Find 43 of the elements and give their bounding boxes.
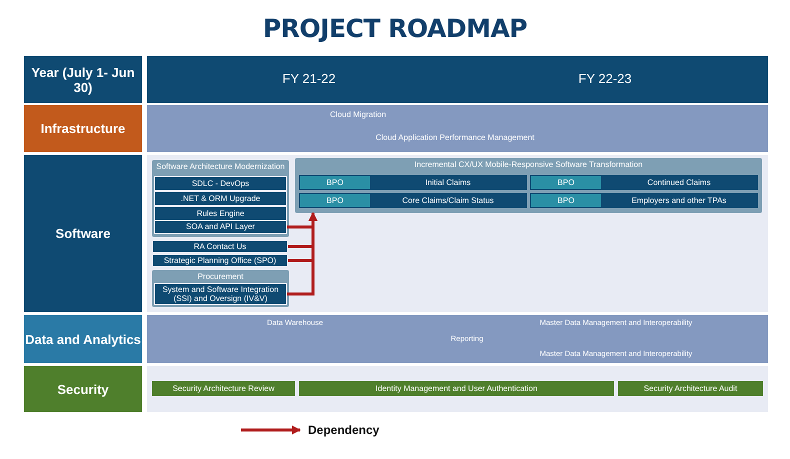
task-label: Continued Claims bbox=[647, 178, 711, 187]
task-bar: Strategic Planning Office (SPO) bbox=[152, 254, 288, 267]
task-bar: Security Architecture Audit bbox=[618, 381, 763, 396]
initiative-label: FY 22-23 bbox=[578, 71, 632, 86]
group-panel bbox=[295, 158, 762, 213]
row-header: Software bbox=[24, 155, 142, 312]
group-heading: Incremental CX/UX Mobile-Responsive Software Transformation bbox=[413, 160, 644, 169]
tag-label: BPO bbox=[531, 194, 601, 207]
row-header: Infrastructure bbox=[24, 105, 142, 152]
group-panel bbox=[152, 270, 289, 307]
task-bar: SDLC - DevOps bbox=[154, 176, 287, 191]
task-label: Initial Claims bbox=[425, 178, 471, 187]
task-bar: Rules Engine bbox=[154, 206, 287, 221]
initiative-band bbox=[147, 315, 768, 363]
initiative-label: Cloud Application Performance Management bbox=[376, 133, 534, 142]
tag-label: BPO bbox=[300, 194, 370, 207]
initiative-label: Cloud Migration bbox=[330, 110, 386, 119]
task-label: Core Claims/Claim Status bbox=[402, 196, 494, 205]
task-bar bbox=[530, 175, 758, 190]
task-bar: Security Architecture Review bbox=[152, 381, 295, 396]
task-label: Employers and other TPAs bbox=[632, 196, 726, 205]
group-heading: Procurement bbox=[196, 272, 244, 281]
task-bar bbox=[299, 175, 527, 190]
task-bar: System and Software Integration (SSI) and Oversign (IV&V) bbox=[154, 283, 287, 305]
task-bar: .NET & ORM Upgrade bbox=[154, 191, 287, 206]
task-bar bbox=[530, 193, 758, 208]
year-header-band bbox=[147, 56, 768, 103]
task-bar bbox=[299, 193, 527, 208]
initiative-label: FY 21-22 bbox=[282, 71, 336, 86]
tag-label: BPO bbox=[300, 176, 370, 189]
group-heading: Software Architecture Modernization bbox=[155, 162, 286, 171]
row-header: Data and Analytics bbox=[24, 315, 142, 363]
task-bar: SOA and API Layer bbox=[154, 220, 287, 234]
row-header: Security bbox=[24, 366, 142, 412]
tag-label: BPO bbox=[531, 176, 601, 189]
task-bar: Identity Management and User Authentication bbox=[299, 381, 614, 396]
title: PROJECT ROADMAP bbox=[262, 14, 528, 43]
legend-label: Dependency bbox=[308, 423, 380, 437]
initiative-band bbox=[147, 105, 768, 152]
dependency-arrow bbox=[287, 212, 318, 296]
group-panel bbox=[152, 160, 289, 237]
row-header: Year (July 1- Jun 30) bbox=[24, 56, 142, 103]
task-bar: RA Contact Us bbox=[152, 240, 288, 253]
